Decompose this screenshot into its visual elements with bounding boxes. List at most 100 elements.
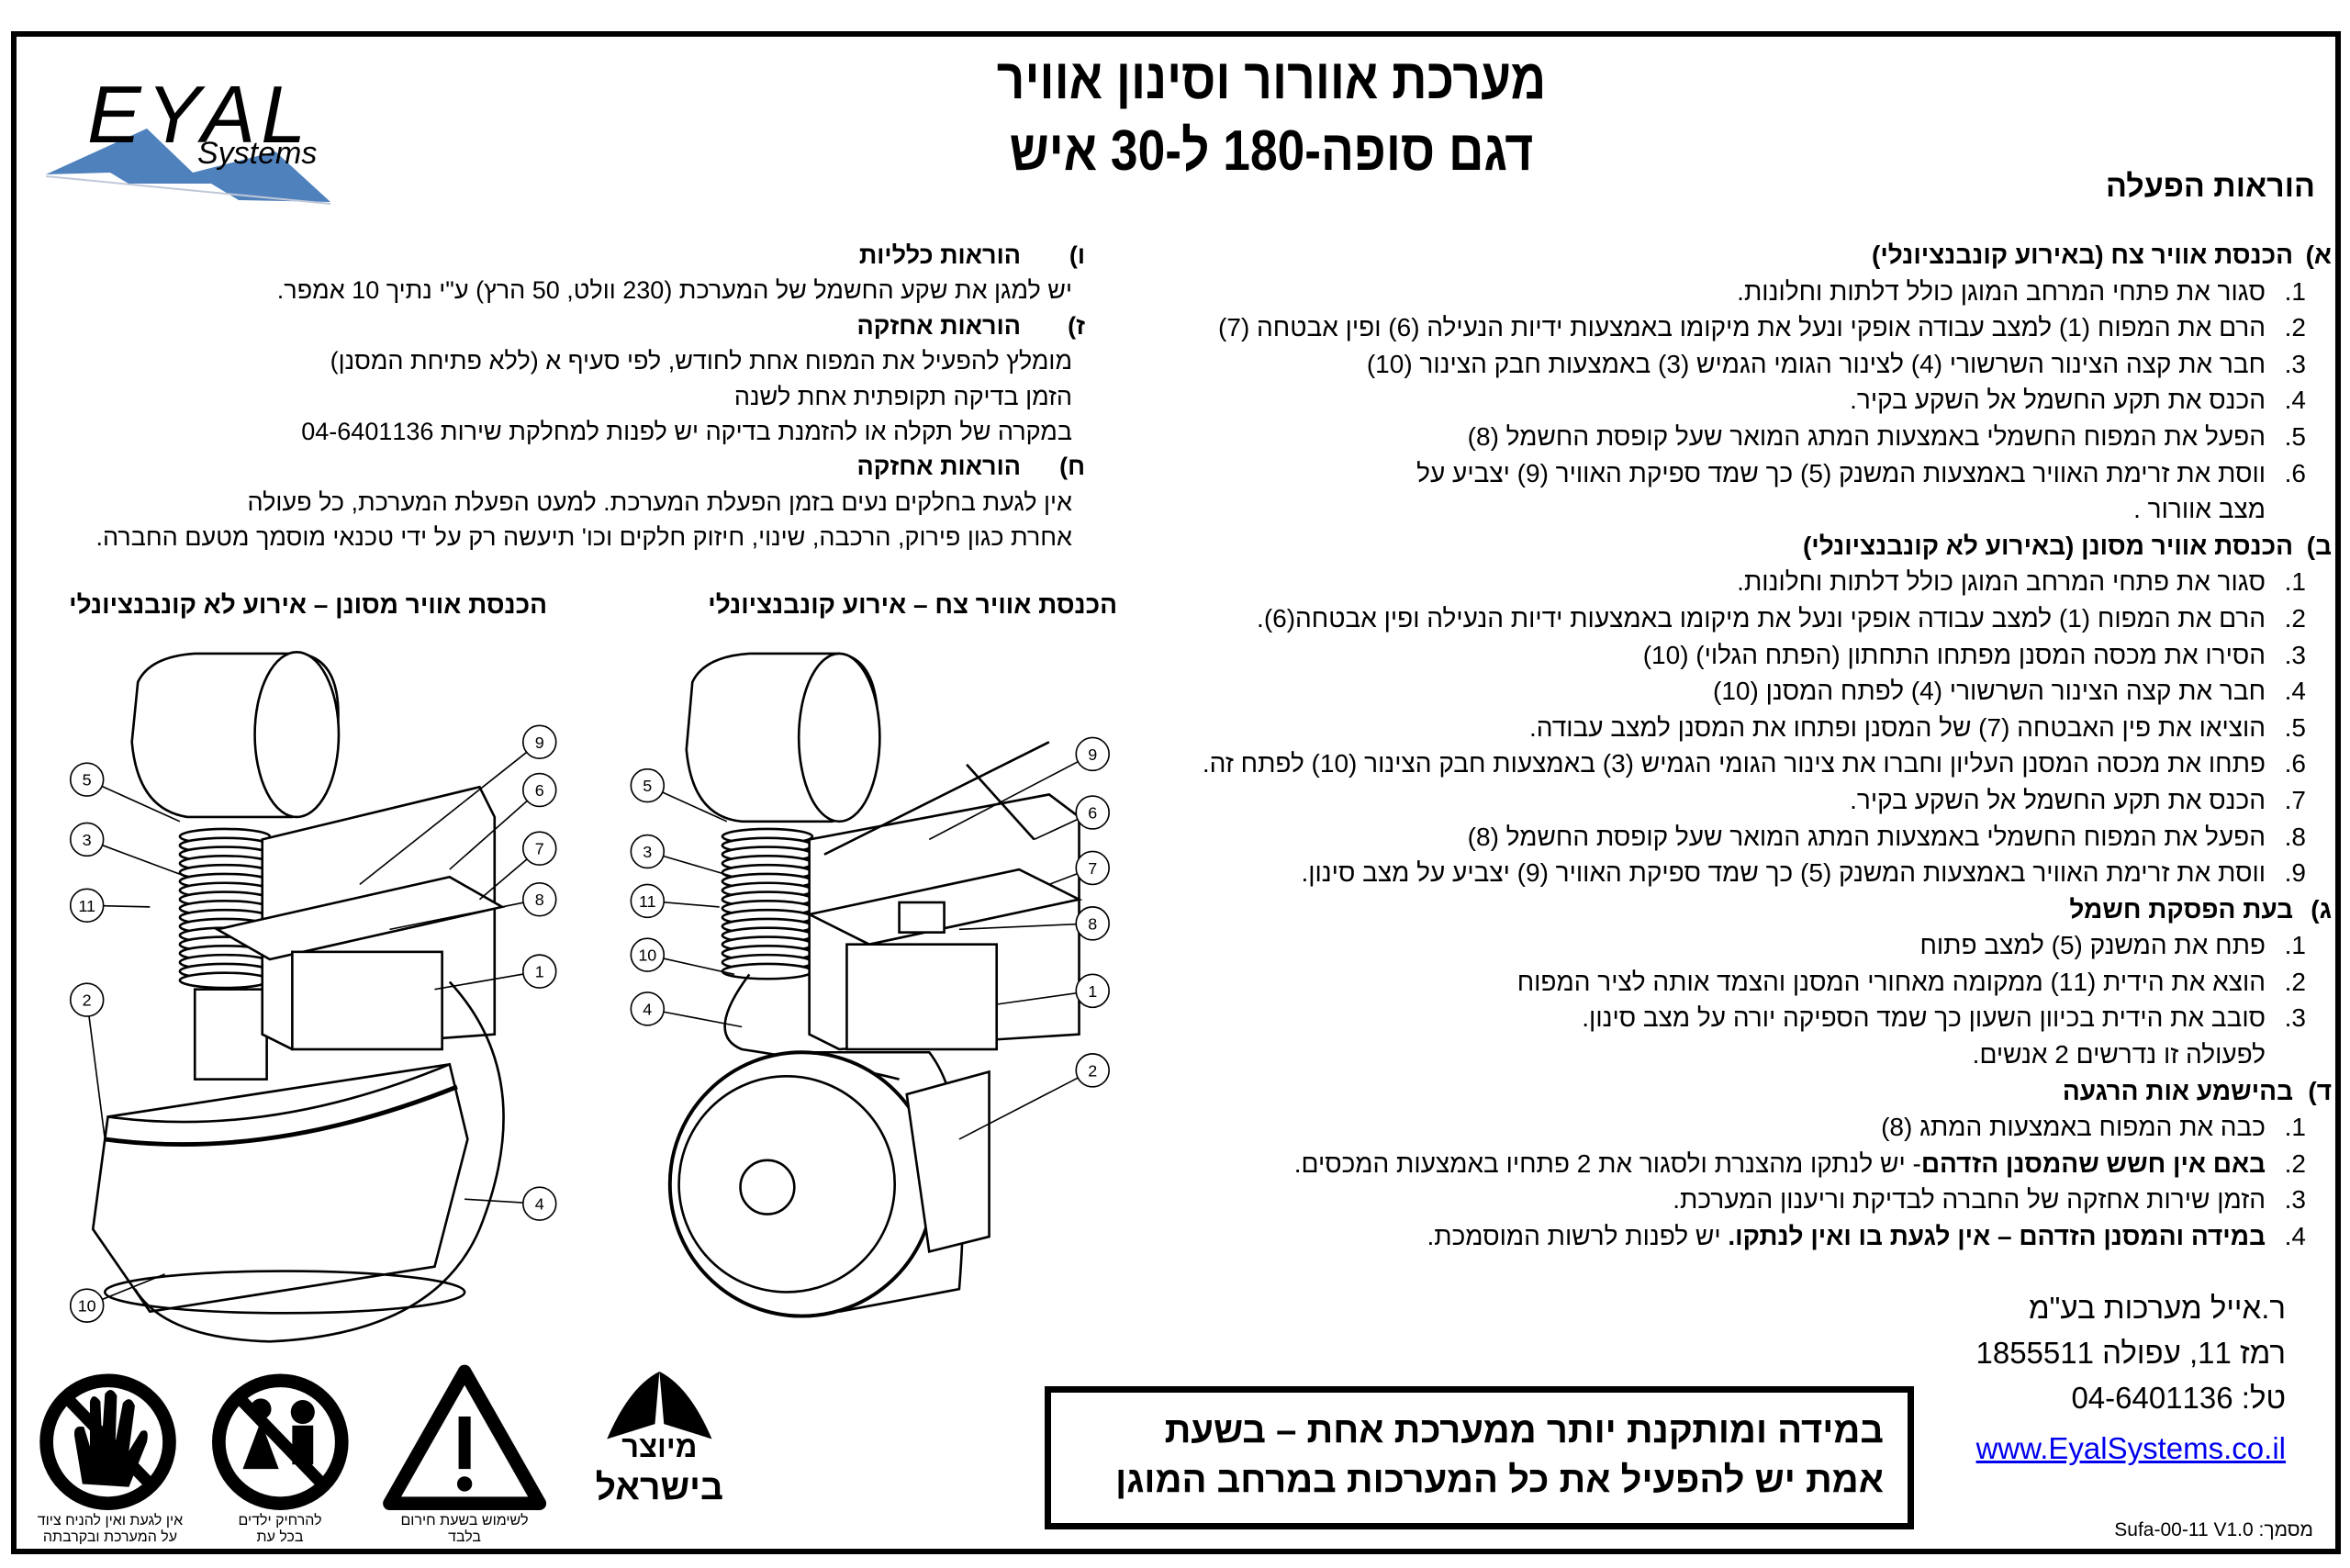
item-text-body: סגור את פתחי המרחב המוגן כולל דלתות וחלו… xyxy=(1737,567,2266,597)
item-number: 2. xyxy=(2284,603,2306,633)
section-title: הכנסת אוויר מסונן (באירוע לא קונבנציונלי… xyxy=(1802,531,2293,560)
callout-number: 1 xyxy=(1088,982,1097,1001)
item-text-body: יש לפנות לרשות המוסמכת. xyxy=(1427,1222,1729,1251)
instruction-item: 2.באם אין חשש שהמסנן הזדהם- יש לנתקו מהצ… xyxy=(1184,1146,2332,1182)
made-in-israel-logo: מיוצר בישראל xyxy=(596,1372,723,1507)
instruction-item: 3. סובב את הידית בכיוון השעון כך שמד הספי… xyxy=(1184,1000,2332,1036)
no-touch-caption: אין לגעת ואין להניח ציוד על המערכת ובקרב… xyxy=(18,1513,202,1546)
emergency-use-caption: לשימוש בשעת חירום בלבד xyxy=(373,1513,556,1546)
item-text: הפעל את המפוח החשמלי באמצעות המתג המואר … xyxy=(1468,819,2266,856)
item-number: 2. xyxy=(2284,967,2306,996)
callout-number: 6 xyxy=(535,781,544,800)
instruction-item: 1.סגור את פתחי המרחב המוגן כולל דלתות וח… xyxy=(1184,564,2332,600)
item-continuation: לפעולה זו נדרשים 2 אנשים. xyxy=(1972,1040,2266,1070)
item-text-body: חבר את קצה הצינור השרשורי (4) לצינור הגו… xyxy=(1366,349,2266,378)
item-text: סגור את פתחי המרחב המוגן כולל דלתות וחלו… xyxy=(1737,564,2266,600)
svg-text:בישראל: בישראל xyxy=(596,1468,723,1507)
instruction-item: 8.הפעל את המפוח החשמלי באמצעות המתג המוא… xyxy=(1184,819,2332,856)
callout-number: 1 xyxy=(535,963,544,981)
item-number: 4. xyxy=(2284,386,2306,415)
instruction-item: 6. ווסת את זרימת האוויר באמצעות המשנק (5)… xyxy=(1184,455,2332,492)
callout-number: 9 xyxy=(535,734,544,752)
bellows-rib xyxy=(721,962,814,980)
section-title: בעת הפסקת חשמל xyxy=(2069,894,2293,924)
instructions-sections: א)הכנסת אוויר צח (באירוע קונבנציונלי)1.ס… xyxy=(1184,237,2332,1255)
company-info: ר.אייל מערכות בע"מ רמז 11, עפולה 1855511… xyxy=(1975,1285,2286,1471)
item-text-body: הסירו את מכסה המסנן מפתחו התחתון (הפתח ה… xyxy=(1642,640,2266,669)
item-number: 2. xyxy=(2284,1148,2306,1178)
section-heading: ד)בהישמע אות הרגעה xyxy=(1184,1073,2332,1110)
section-title: הוראות אחזקה xyxy=(856,453,1021,481)
instruction-item: 2. הוצא את הידית (11) ממקומה מאחורי המסנן… xyxy=(1184,964,2332,1001)
section-heading: ז)הוראות אחזקה xyxy=(37,308,1085,343)
item-number: 4. xyxy=(2284,677,2306,706)
item-number: 5. xyxy=(2284,712,2306,742)
item-text: הרם את המפוח (1) למצב עבודה אופקי ונעל א… xyxy=(1257,600,2266,637)
keep-children-away-icon xyxy=(212,1373,349,1511)
callout-3: 3 xyxy=(630,834,735,879)
instruction-item: 5. הוציאו את פין האבטחה (7) של המסנן ופתח… xyxy=(1184,710,2332,746)
item-number: 6. xyxy=(2284,458,2306,487)
item-text: הפעל את המפוח החשמלי באמצעות המתג המואר … xyxy=(1468,419,2266,455)
document-number: מסמך: Sufa-00-11 V1.0 xyxy=(2114,1519,2313,1541)
section-heading: א)הכנסת אוויר צח (באירוע קונבנציונלי) xyxy=(1184,237,2332,274)
caption-line: על המערכת ובקרבתה xyxy=(42,1529,178,1545)
callout-number: 5 xyxy=(643,777,652,795)
callout-number: 10 xyxy=(638,946,656,965)
item-text: הזמן שירות אחזקה של החברה לבדיקת וריענון… xyxy=(1673,1182,2266,1218)
section-letter: ד) xyxy=(2308,1076,2332,1105)
notice-line1: במידה ומותקנת יותר ממערכת אחת – בשעת xyxy=(1164,1410,1884,1450)
item-text: סובב את הידית בכיוון השעון כך שמד הספיקה… xyxy=(1582,1000,2266,1036)
item-text-body: הכנס את תקע החשמל אל השקע בקיר. xyxy=(1850,785,2266,814)
item-bold-text: במידה והמסנן הזדהם – אין לגעת בו ואין לנ… xyxy=(1728,1222,2266,1251)
instruction-item: 7.הכנס את תקע החשמל אל השקע בקיר. xyxy=(1184,782,2332,819)
callout-4: 4 xyxy=(464,1186,557,1221)
bellows-rib xyxy=(178,971,272,990)
callout-7: 7 xyxy=(478,831,557,901)
callout-11: 11 xyxy=(630,883,720,919)
instruction-item: 3.חבר את קצה הצינור השרשורי (4) לצינור ה… xyxy=(1184,346,2332,383)
item-text-body: הרם את המפוח (1) למצב עבודה אופקי ונעל א… xyxy=(1218,313,2266,342)
callout-8: 8 xyxy=(958,906,1110,941)
item-text: הסירו את מכסה המסנן מפתחו התחתון (הפתח ה… xyxy=(1643,637,2266,674)
item-text: הכנס את תקע החשמל אל השקע בקיר. xyxy=(1850,782,2266,819)
caption-line: בכל עת xyxy=(256,1529,304,1545)
callout-number: 10 xyxy=(78,1297,96,1316)
section-line: יש למגן את שקע החשמל של המערכת (230 וולט… xyxy=(276,276,1072,305)
section-title: הוראות כלליות xyxy=(858,241,1021,269)
item-text-body: הוציאו את פין האבטחה (7) של המסנן ופתחו … xyxy=(1529,712,2266,742)
callout-number: 11 xyxy=(78,897,95,915)
item-text-body: ווסת את זרימת האוויר באמצעות המשנק (5) כ… xyxy=(1301,858,2266,888)
callout-2: 2 xyxy=(69,982,106,1140)
callout-9: 9 xyxy=(928,736,1110,841)
callout-5: 5 xyxy=(69,762,181,823)
company-website-link[interactable]: www.EyalSystems.co.il xyxy=(1975,1431,2286,1465)
item-text: הרם את המפוח (1) למצב עבודה אופקי ונעל א… xyxy=(1218,309,2266,346)
item-text: ווסת את זרימת האוויר באמצעות המשנק (5) כ… xyxy=(1416,455,2266,492)
caption-line: להרחיק ילדים xyxy=(238,1513,322,1529)
callout-number: 5 xyxy=(83,771,92,790)
section-heading: ג) בעת הפסקת חשמל xyxy=(1184,891,2332,928)
callout-6: 6 xyxy=(1034,795,1110,841)
section-letter: ג) xyxy=(2311,894,2332,924)
item-text: כבה את המפוח באמצעות המתג (8) xyxy=(1881,1109,2266,1146)
callout-5: 5 xyxy=(630,767,728,823)
callout-2: 2 xyxy=(958,1053,1110,1140)
fresh-air-system-diagram xyxy=(667,652,1083,1318)
instruction-item: 1.כבה את המפוח באמצעות המתג (8) xyxy=(1184,1109,2332,1146)
callout-8: 8 xyxy=(389,881,557,931)
item-number: 3. xyxy=(2284,1003,2306,1033)
callout-7: 7 xyxy=(1048,850,1110,886)
item-text-body: - יש לנתקו מהצנרת ולסגור את 2 פתחיו באמצ… xyxy=(1293,1148,1921,1178)
caption-line: לשימוש בשעת חירום xyxy=(400,1513,529,1529)
item-text: הכנס את תקע החשמל אל השקע בקיר. xyxy=(1850,382,2266,419)
page-border xyxy=(11,31,2341,1554)
callout-number: 7 xyxy=(1088,859,1097,878)
callout-number: 2 xyxy=(83,991,92,1010)
item-text: פתחו את מכסה המסנן העליון וחברו את צינור… xyxy=(1203,745,2266,782)
item-text-body: הוצא את הידית (11) ממקומה מאחורי המסנן ו… xyxy=(1516,967,2266,996)
notice-line2: אמת יש להפעיל את כל המערכות במרחב המוגן xyxy=(1115,1460,1884,1500)
item-number: 1. xyxy=(2284,276,2306,306)
